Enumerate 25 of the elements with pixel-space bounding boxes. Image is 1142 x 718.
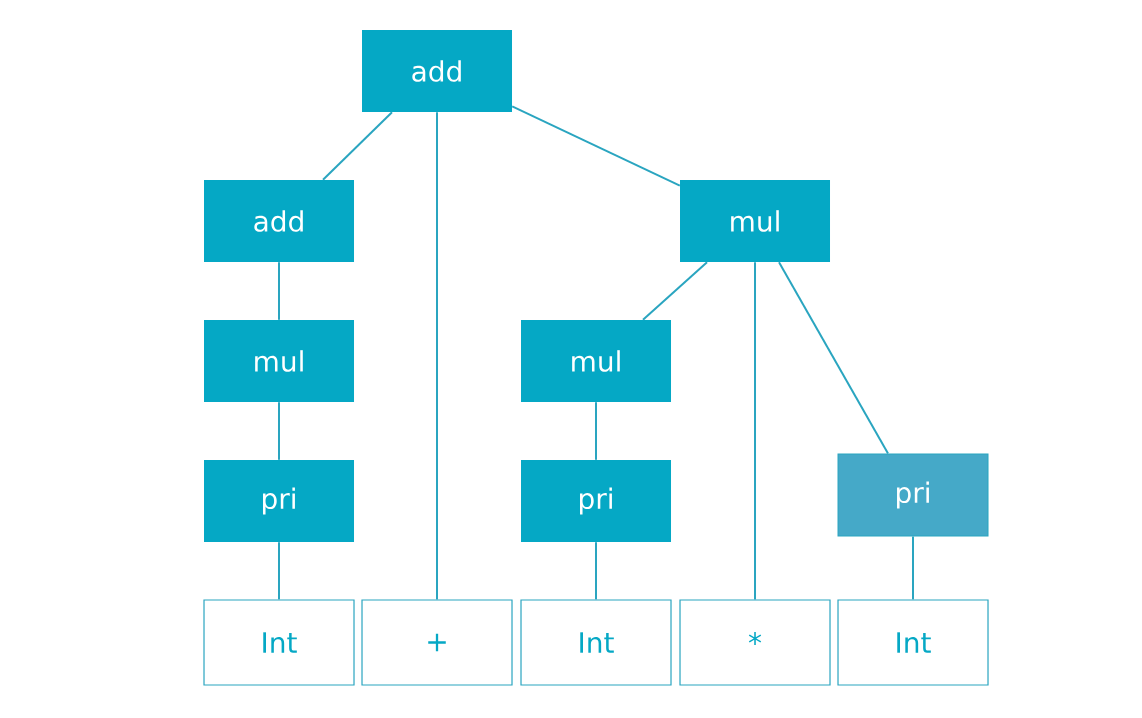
- tree-edge: [322, 111, 393, 181]
- tree-node-box: mul: [204, 320, 354, 402]
- tree-edge: [278, 541, 280, 601]
- tree-node-box: mul: [680, 180, 830, 262]
- tree-edge: [436, 111, 438, 601]
- tree-edge: [595, 401, 597, 461]
- token-box: Int: [203, 599, 355, 686]
- token-box: +: [361, 599, 513, 686]
- tree-node-box: pri: [204, 460, 354, 542]
- token-box: Int: [837, 599, 989, 686]
- tree-edge: [511, 105, 681, 187]
- tree-node-box: pri: [837, 453, 989, 537]
- tree-edge: [278, 261, 280, 321]
- token-box: Int: [520, 599, 672, 686]
- tree-edge: [278, 401, 280, 461]
- tree-edge: [642, 261, 708, 321]
- tree-edge: [778, 261, 889, 455]
- tree-node-box: add: [204, 180, 354, 262]
- token-box: *: [679, 599, 831, 686]
- tree-node-box: mul: [521, 320, 671, 402]
- tree-edge: [912, 535, 914, 601]
- tree-node-box: add: [362, 30, 512, 112]
- tree-edge: [754, 261, 756, 601]
- tree-node-box: pri: [521, 460, 671, 542]
- tree-edge: [595, 541, 597, 601]
